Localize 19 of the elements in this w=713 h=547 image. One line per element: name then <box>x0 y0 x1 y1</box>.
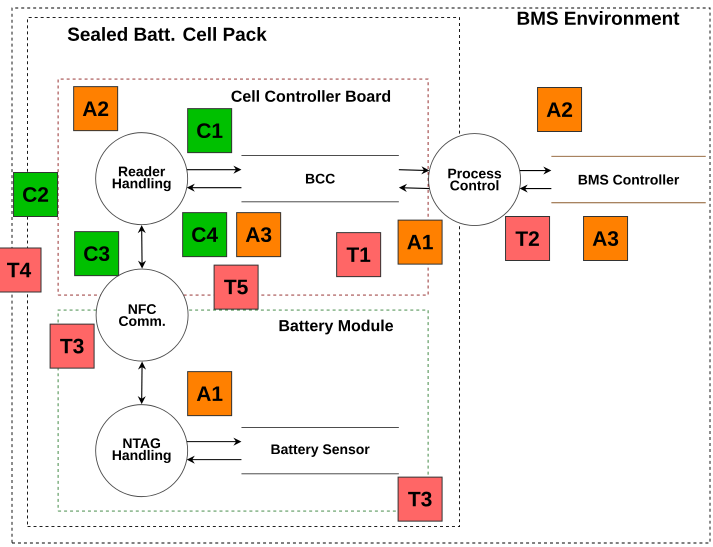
threat-tag: C4 <box>182 212 228 258</box>
threat-tag: A3 <box>583 216 628 262</box>
data-store: BCC <box>241 154 400 202</box>
threat-tag: A3 <box>236 212 282 258</box>
threat-tag: A2 <box>537 87 582 132</box>
data-store: BMS Controller <box>550 156 706 204</box>
threat-tag: T3 <box>398 476 443 522</box>
threat-tag: T2 <box>505 216 550 262</box>
threat-tag: A1 <box>187 371 232 416</box>
threat-tag: T4 <box>0 248 42 292</box>
threat-tag: A2 <box>73 86 118 132</box>
data-store: Battery Sensor <box>241 426 400 474</box>
threat-tag: C3 <box>74 231 120 276</box>
threat-tag: C2 <box>13 172 58 218</box>
threat-tag: A1 <box>398 220 443 265</box>
threat-tag: C1 <box>187 108 232 154</box>
threat-tag: T1 <box>336 232 382 278</box>
threat-tag: T5 <box>214 264 259 310</box>
threat-tag: T3 <box>50 324 95 369</box>
